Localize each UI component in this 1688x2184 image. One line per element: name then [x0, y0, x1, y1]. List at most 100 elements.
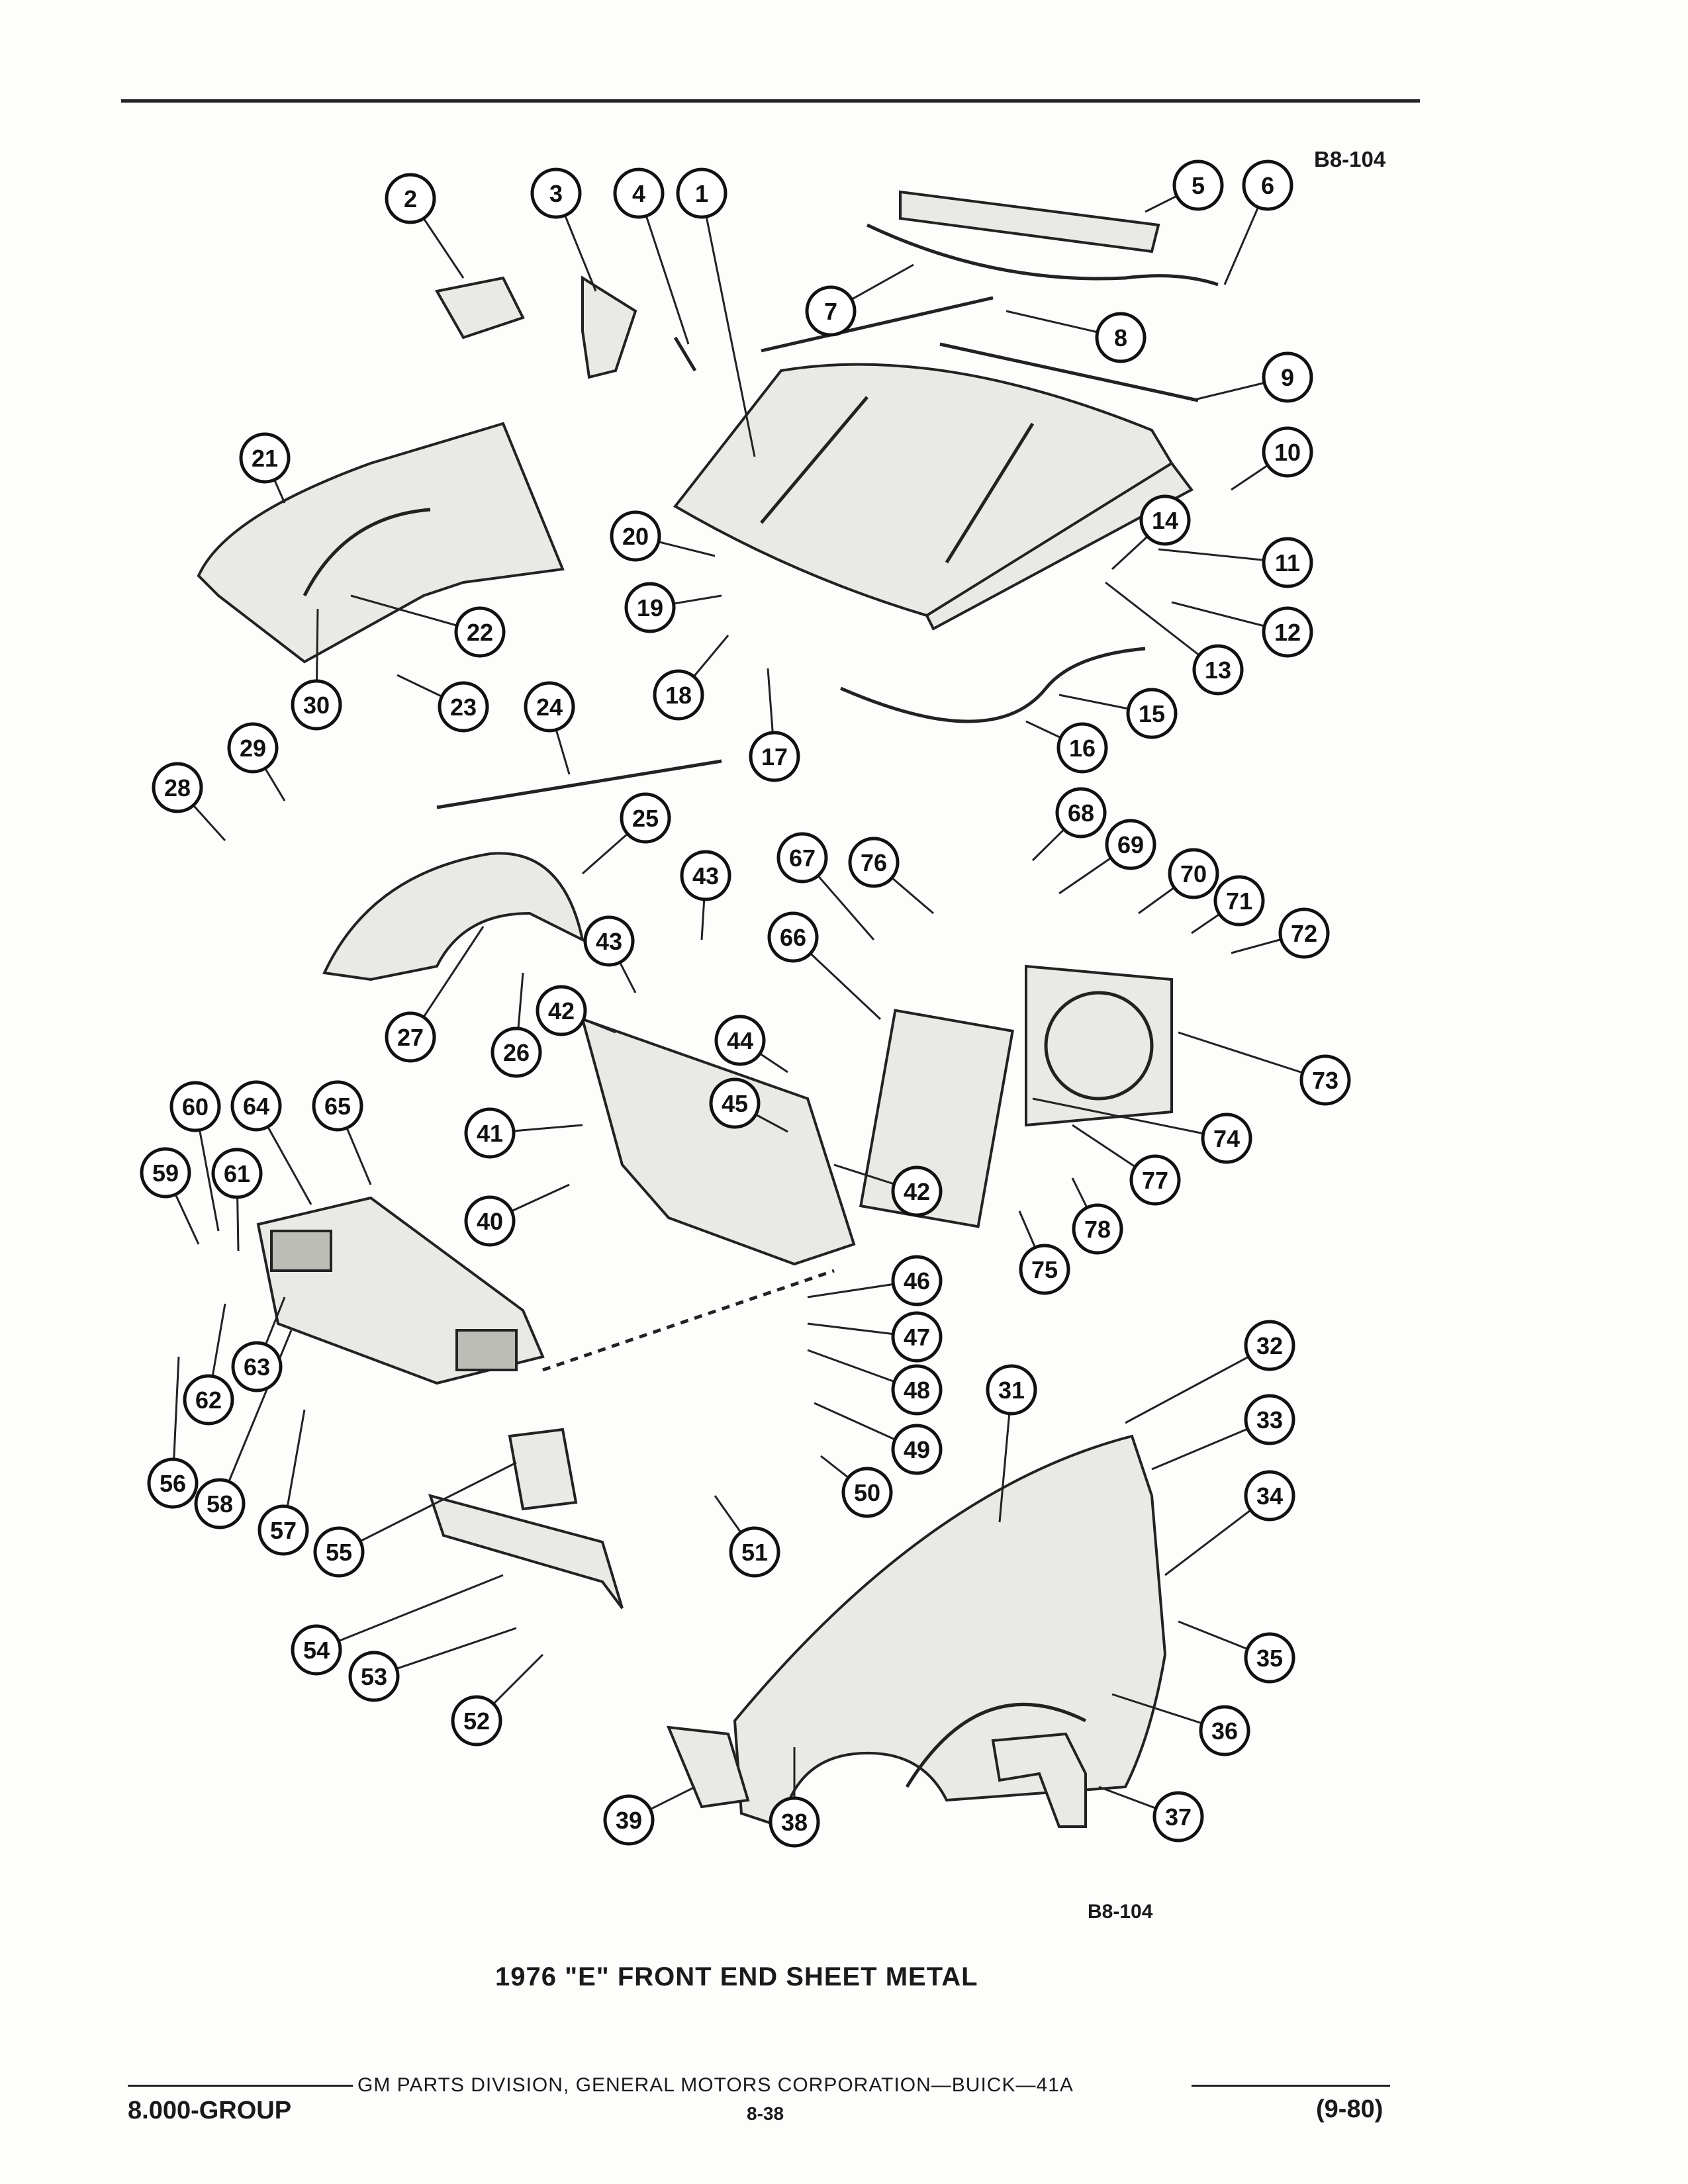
- callout-20: 20: [610, 510, 661, 562]
- callout-51: 51: [729, 1526, 780, 1578]
- callout-30: 30: [291, 679, 342, 731]
- callout-circle: [680, 850, 731, 901]
- callout-63: 63: [231, 1341, 283, 1392]
- callout-number: 67: [789, 844, 816, 872]
- fan-shroud-opening: [1044, 991, 1154, 1101]
- callout-42: 42: [536, 985, 587, 1036]
- callout-49: 49: [891, 1424, 943, 1475]
- callout-circle: [491, 1026, 542, 1078]
- callout-circle: [1055, 787, 1107, 839]
- callout-circle: [211, 1148, 263, 1199]
- callout-circle: [227, 722, 279, 774]
- callout-circle: [1192, 644, 1244, 696]
- callout-number: 18: [665, 682, 692, 709]
- callout-number: 65: [324, 1093, 351, 1120]
- callout-number: 59: [152, 1160, 179, 1187]
- callout-circle: [1199, 1705, 1250, 1756]
- callout-73: 73: [1299, 1054, 1351, 1106]
- callout-52: 52: [451, 1695, 502, 1747]
- callout-number: 71: [1226, 887, 1252, 915]
- callout-circle: [1213, 875, 1265, 927]
- callout-circle: [1262, 606, 1313, 658]
- callout-number: 33: [1256, 1406, 1283, 1433]
- callout-50: 50: [841, 1467, 893, 1518]
- callout-58: 58: [194, 1478, 246, 1529]
- callout-circle: [1129, 1154, 1181, 1206]
- callout-57: 57: [258, 1504, 309, 1556]
- callout-36: 36: [1199, 1705, 1250, 1756]
- callout-number: 47: [904, 1324, 930, 1351]
- callout-circle: [1168, 848, 1219, 899]
- release-cable-part: [840, 647, 1146, 723]
- callout-leader-32: [1125, 1344, 1270, 1424]
- callout-circle: [258, 1504, 309, 1556]
- callout-40: 40: [464, 1195, 516, 1247]
- diagram-title: 1976 "E" FRONT END SHEET METAL: [495, 1962, 978, 1991]
- top-rule: [121, 99, 1420, 103]
- hood-crease-line: [760, 396, 1035, 564]
- callout-circle: [841, 1467, 893, 1518]
- callout-leader-73: [1178, 1031, 1326, 1081]
- callout-number: 45: [722, 1090, 748, 1117]
- callout-34: 34: [1244, 1470, 1295, 1522]
- callout-number: 46: [904, 1267, 930, 1295]
- callout-number: 51: [741, 1539, 768, 1566]
- callout-circle: [1278, 907, 1330, 959]
- callout-circle: [1072, 1203, 1123, 1255]
- callout-number: 8: [1114, 324, 1127, 351]
- callout-29: 29: [227, 722, 279, 774]
- callout-12: 12: [1262, 606, 1313, 658]
- callout-circle: [1244, 1394, 1295, 1445]
- callout-53: 53: [348, 1651, 400, 1702]
- callout-number: 14: [1152, 507, 1178, 534]
- callout-10: 10: [1262, 426, 1313, 478]
- callout-circle: [603, 1794, 655, 1846]
- callout-14: 14: [1139, 494, 1191, 546]
- callout-circle: [1244, 1632, 1295, 1684]
- callout-number: 56: [160, 1470, 186, 1497]
- callout-46: 46: [891, 1255, 943, 1306]
- callout-number: 50: [854, 1479, 880, 1506]
- callout-circle: [451, 1695, 502, 1747]
- callout-circle: [231, 1341, 283, 1392]
- callout-circle: [613, 167, 665, 219]
- callout-circle: [891, 1311, 943, 1363]
- callout-65: 65: [312, 1080, 363, 1132]
- callout-circle: [709, 1077, 761, 1129]
- callout-2: 2: [385, 173, 436, 224]
- callout-15: 15: [1126, 688, 1178, 739]
- callout-number: 53: [361, 1663, 387, 1690]
- callout-circle: [1244, 1470, 1295, 1522]
- callout-number: 20: [622, 523, 649, 550]
- callout-5: 5: [1172, 159, 1224, 211]
- callout-circle: [454, 606, 506, 658]
- callout-circle: [140, 1147, 191, 1199]
- callout-25: 25: [620, 792, 671, 844]
- footer-page-number: 8-38: [747, 2103, 784, 2124]
- callout-7: 7: [805, 285, 857, 337]
- footer-date: (9-80): [1316, 2095, 1383, 2123]
- callout-circle: [769, 1796, 820, 1848]
- callout-9: 9: [1262, 351, 1313, 403]
- radiator-support-part: [581, 1017, 856, 1266]
- callout-47: 47: [891, 1311, 943, 1363]
- callout-59: 59: [140, 1147, 191, 1199]
- callout-35: 35: [1244, 1632, 1295, 1684]
- callout-number: 32: [1256, 1332, 1283, 1359]
- callout-circle: [291, 1624, 342, 1676]
- support-rod-part: [436, 759, 722, 809]
- callout-circle: [583, 915, 635, 967]
- callout-55: 55: [313, 1526, 365, 1578]
- callout-circle: [891, 1165, 943, 1217]
- callout-70: 70: [1168, 848, 1219, 899]
- callout-circle: [676, 167, 727, 219]
- callout-circle: [776, 832, 828, 884]
- callout-circle: [1126, 688, 1178, 739]
- callout-number: 69: [1117, 831, 1144, 858]
- callout-19: 19: [624, 582, 676, 633]
- callout-number: 40: [477, 1208, 503, 1235]
- callout-33: 33: [1244, 1394, 1295, 1445]
- callout-number: 60: [182, 1093, 209, 1120]
- callout-circle: [438, 681, 489, 733]
- callout-circle: [530, 167, 582, 219]
